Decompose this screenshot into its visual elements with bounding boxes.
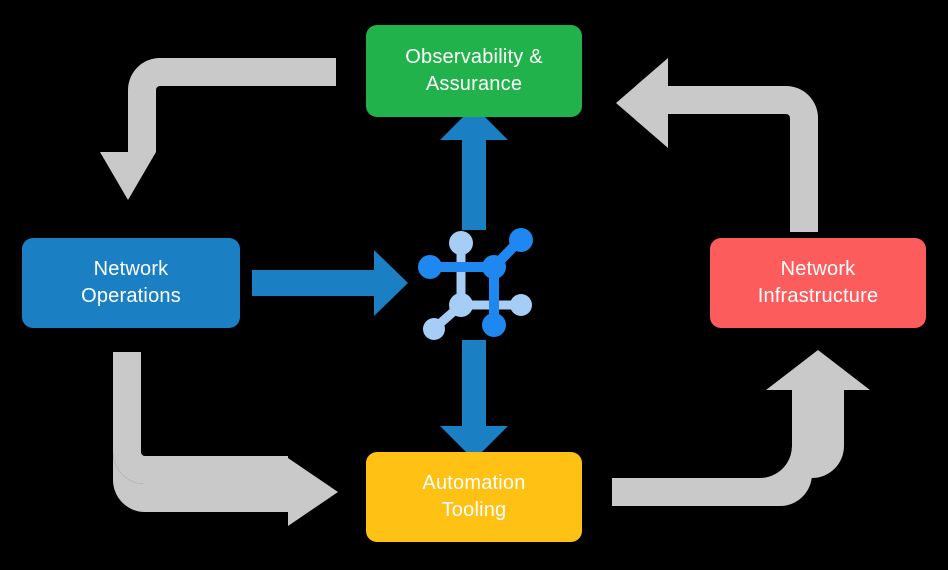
connector-operations-to-center [252,250,408,316]
node-label-automation-tooling: Automation Tooling [422,472,526,521]
connector-center-to-observability [440,106,508,230]
network-node-top-light [449,231,473,255]
node-label-observability-assurance: Observability & Assurance [405,46,543,95]
connector-infrastructure-to-observability [616,58,818,232]
network-node-bottom [482,313,506,337]
node-box-network-operations[interactable]: Network Operations [22,238,240,328]
network-node-center [482,255,506,279]
connector-observability-to-operations [100,58,336,200]
network-node-mid-light [449,293,473,317]
node-box-automation-tooling[interactable]: Automation Tooling [366,452,582,542]
network-node-right-light [510,294,532,316]
node-label-network-infrastructure: Network Infrastructure [757,258,879,307]
connector-center-to-automation [440,340,508,460]
node-label-network-operations: Network Operations [81,258,181,307]
network-node-topright [509,228,533,252]
node-box-network-infrastructure[interactable]: Network Infrastructure [710,238,926,328]
node-box-observability-assurance[interactable]: Observability & Assurance [366,25,582,117]
network-node-bottomleft-light [423,318,445,340]
network-topology-icon [418,228,533,340]
connector-automation-to-infrastructure [612,350,870,506]
connector-operations-to-automation [113,352,338,526]
network-node-left [418,255,442,279]
